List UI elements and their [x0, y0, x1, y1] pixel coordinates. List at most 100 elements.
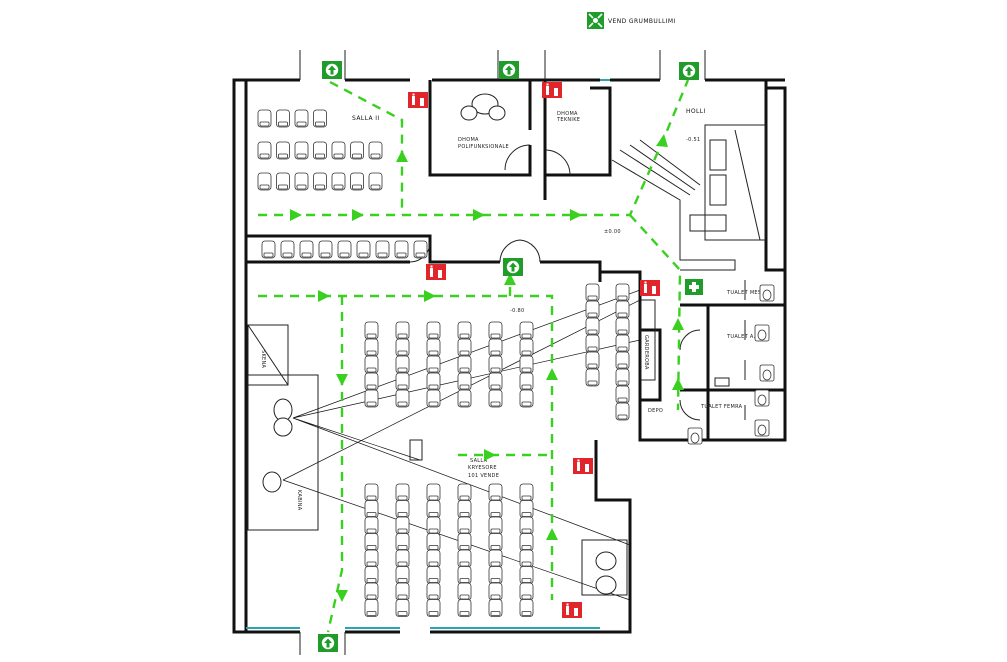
seat — [457, 549, 472, 568]
level-holli: -0.51 — [686, 137, 700, 143]
seat — [331, 141, 346, 160]
fire-extinguisher-icon — [562, 602, 582, 618]
seat — [364, 321, 379, 340]
assembly-point-icon — [587, 12, 604, 29]
seat — [313, 172, 327, 191]
seat — [395, 483, 410, 502]
seat — [615, 334, 630, 353]
seat — [364, 355, 379, 374]
seat — [395, 516, 410, 535]
seat — [356, 240, 371, 259]
seat — [488, 549, 503, 568]
seat — [615, 300, 630, 319]
seat — [488, 355, 503, 374]
seat — [519, 483, 534, 502]
seat — [426, 533, 441, 551]
fire-extinguisher-icon — [408, 92, 428, 108]
seat — [585, 283, 600, 302]
seat — [294, 109, 309, 128]
seat — [457, 338, 472, 357]
seat — [294, 141, 309, 160]
seat — [615, 368, 630, 387]
seat — [395, 372, 410, 391]
room-labels: SALLA II DHOMA POLIFUNKSIONALE DHOMA TEK… — [260, 108, 774, 511]
seat — [395, 321, 410, 340]
seat — [368, 141, 383, 160]
seat — [519, 566, 534, 584]
level-korridor: ±0.00 — [604, 229, 621, 235]
exit-sign-icon — [322, 61, 342, 79]
legend-label: VEND GRUMBULLIMI — [608, 18, 676, 25]
seat — [395, 533, 410, 551]
seat — [364, 372, 379, 391]
seat — [318, 240, 333, 259]
seat — [426, 582, 441, 601]
seat — [364, 500, 379, 518]
seat — [350, 141, 364, 160]
label-tualet-aak: TUALET A.A.K — [726, 334, 765, 340]
seat — [488, 599, 503, 617]
seat — [364, 533, 379, 551]
fire-extinguisher-icon — [542, 82, 562, 98]
seat — [395, 599, 410, 617]
doors — [299, 50, 706, 655]
seat — [426, 355, 441, 374]
fire-extinguisher-icon — [573, 458, 593, 474]
seat — [368, 172, 383, 191]
seat — [488, 483, 503, 502]
seat — [488, 321, 503, 340]
seat — [457, 516, 472, 535]
seat — [299, 240, 314, 259]
label-dhoma-teknike-2: TEKNIKE — [556, 117, 580, 123]
seat — [585, 351, 600, 370]
exit-sign-icon — [318, 634, 338, 652]
exit-sign-icon — [499, 61, 519, 79]
exit-sign-icon — [679, 62, 699, 80]
seat — [375, 240, 390, 259]
seat — [426, 516, 441, 535]
label-depo: DEPO — [648, 408, 663, 414]
seat — [294, 172, 309, 191]
seat — [585, 368, 600, 387]
seat — [394, 240, 409, 259]
label-dhoma-poli-2: POLIFUNKSIONALE — [458, 144, 509, 150]
seat — [313, 141, 327, 160]
seat — [257, 172, 272, 191]
seat — [519, 355, 534, 374]
seat — [615, 385, 630, 404]
seat — [519, 338, 534, 357]
seat — [488, 500, 503, 518]
level-salla: -0.80 — [510, 308, 524, 314]
seat — [350, 172, 364, 191]
label-salla-kryesore-1: SALLA — [470, 458, 488, 464]
seat — [364, 599, 379, 617]
seat — [488, 533, 503, 551]
seat — [395, 338, 410, 357]
seat — [615, 402, 630, 421]
seat — [488, 389, 503, 408]
seat — [337, 240, 352, 259]
seat — [257, 141, 272, 160]
seat — [364, 483, 379, 502]
seat — [276, 172, 290, 191]
seat — [585, 317, 600, 336]
label-dhoma-poli-1: DHOMA — [458, 137, 479, 143]
seat — [457, 389, 472, 408]
building-walls — [232, 78, 787, 634]
seat — [426, 389, 441, 408]
seat — [585, 300, 600, 319]
seat — [261, 240, 276, 259]
seat — [457, 355, 472, 374]
seat — [488, 372, 503, 391]
seat — [426, 483, 441, 502]
seat — [488, 516, 503, 535]
seat — [457, 372, 472, 391]
seat — [395, 582, 410, 601]
label-salla-kryesore-3: 101 VENDE — [468, 473, 499, 479]
seat — [426, 372, 441, 391]
label-holli: HOLLI — [686, 108, 706, 115]
seat — [364, 566, 379, 584]
seat — [457, 483, 472, 502]
seat — [519, 533, 534, 551]
